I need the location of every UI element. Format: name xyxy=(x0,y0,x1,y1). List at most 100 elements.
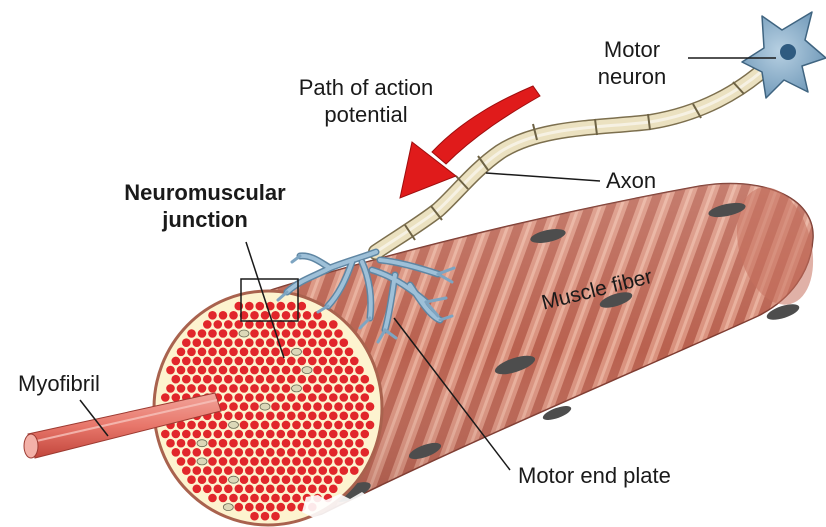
myofibril-dot xyxy=(334,348,343,357)
myofibril-dot xyxy=(261,384,270,393)
myofibril-dot xyxy=(229,311,238,320)
myofibril-dot xyxy=(292,402,301,411)
myofibril-dot xyxy=(187,475,196,484)
myofibril-dot xyxy=(255,393,264,402)
myofibril-dot xyxy=(255,375,264,384)
myofibril-dot xyxy=(177,384,186,393)
myofibril-dot xyxy=(334,402,343,411)
myofibril-dot xyxy=(261,421,270,430)
myofibril-dot xyxy=(271,512,280,521)
myofibril-dot xyxy=(361,448,370,457)
myofibril-dot xyxy=(355,421,364,430)
myofibril-dot xyxy=(324,329,333,338)
myofibril-dot xyxy=(224,485,233,494)
myofibril-dot xyxy=(329,357,338,366)
myofibril-dot xyxy=(214,375,223,384)
myofibril-dot xyxy=(303,402,312,411)
myofibril-dot xyxy=(240,421,249,430)
myofibril-dot xyxy=(298,338,307,347)
myofibril-dot xyxy=(261,475,270,484)
myofibril-dot xyxy=(277,412,286,421)
myofibril-dot xyxy=(277,466,286,475)
myofibril-dot xyxy=(203,448,212,457)
myofibril-dot xyxy=(334,457,343,466)
myofibril-dot xyxy=(334,421,343,430)
myofibril-dot xyxy=(266,375,275,384)
myofibril-dot xyxy=(308,393,317,402)
myofibril-dot xyxy=(319,430,328,439)
myofibril-dot xyxy=(182,357,191,366)
myofibril-dot xyxy=(271,457,280,466)
myofibril-dot xyxy=(287,302,296,311)
myofibril-dot xyxy=(329,338,338,347)
myofibril-dot xyxy=(313,348,322,357)
myofibril-dot xyxy=(350,430,359,439)
myofibril-dot xyxy=(250,421,259,430)
myofibril-dot xyxy=(292,366,301,375)
myofibril-dot xyxy=(345,439,354,448)
myofibril-dot xyxy=(255,302,264,311)
myofibril-dot xyxy=(219,366,228,375)
cross-section-nucleus xyxy=(197,458,207,465)
myofibril-dot xyxy=(203,375,212,384)
myofibril-dot xyxy=(350,412,359,421)
myofibril-dot xyxy=(235,412,244,421)
myofibril-dot xyxy=(303,439,312,448)
myofibril-dot xyxy=(203,320,212,329)
myofibril-dot xyxy=(224,357,233,366)
myofibril-dot xyxy=(198,475,207,484)
myofibril-dot xyxy=(266,393,275,402)
myofibril-dot xyxy=(208,384,217,393)
myofibril-dot xyxy=(208,494,217,503)
myofibril-dot xyxy=(313,402,322,411)
myofibril-dot xyxy=(308,430,317,439)
myofibril-dot xyxy=(313,457,322,466)
myofibril-dot xyxy=(219,348,228,357)
myofibril-dot xyxy=(208,475,217,484)
myofibril-dot xyxy=(292,457,301,466)
myofibril-dot xyxy=(261,311,270,320)
myofibril-dot xyxy=(172,448,181,457)
myofibril-dot xyxy=(182,430,191,439)
label-motor-neuron: Motor neuron xyxy=(586,36,678,90)
myofibril-dot xyxy=(355,366,364,375)
myofibril-dot xyxy=(224,466,233,475)
myofibril-dot xyxy=(355,439,364,448)
myofibril-dot xyxy=(214,448,223,457)
myofibril-dot xyxy=(361,430,370,439)
myofibril-dot xyxy=(208,439,217,448)
myofibril-dot xyxy=(329,485,338,494)
myofibril-dot xyxy=(235,338,244,347)
label-path-line1: Path of action xyxy=(268,74,464,101)
myofibril-dot xyxy=(182,448,191,457)
label-junction-line2: junction xyxy=(116,206,294,233)
myofibril-dot xyxy=(250,439,259,448)
myofibril-dot xyxy=(261,457,270,466)
myofibril-dot xyxy=(193,357,202,366)
myofibril-dot xyxy=(282,475,291,484)
myofibril-dot xyxy=(303,421,312,430)
myofibril-dot xyxy=(308,466,317,475)
myofibril-dot xyxy=(277,503,286,512)
myofibril-dot xyxy=(271,402,280,411)
myofibril-dot xyxy=(245,338,254,347)
myofibril-dot xyxy=(224,375,233,384)
myofibril-dot xyxy=(208,329,217,338)
myofibril-dot xyxy=(166,366,175,375)
myofibril-dot xyxy=(298,412,307,421)
myofibril-dot xyxy=(161,393,170,402)
myofibril-dot xyxy=(235,430,244,439)
myofibril-dot xyxy=(340,357,349,366)
myofibril-dot xyxy=(219,421,228,430)
myofibril-dot xyxy=(266,485,275,494)
myofibril-dot xyxy=(193,430,202,439)
myofibril-dot xyxy=(340,448,349,457)
myofibril-dot xyxy=(345,366,354,375)
myofibril-dot xyxy=(172,430,181,439)
myofibril-dot xyxy=(224,448,233,457)
myofibril-dot xyxy=(182,338,191,347)
cross-section-nucleus xyxy=(292,348,302,355)
myofibril-dot xyxy=(166,439,175,448)
myofibril-dot xyxy=(355,384,364,393)
myofibril-dot xyxy=(198,348,207,357)
